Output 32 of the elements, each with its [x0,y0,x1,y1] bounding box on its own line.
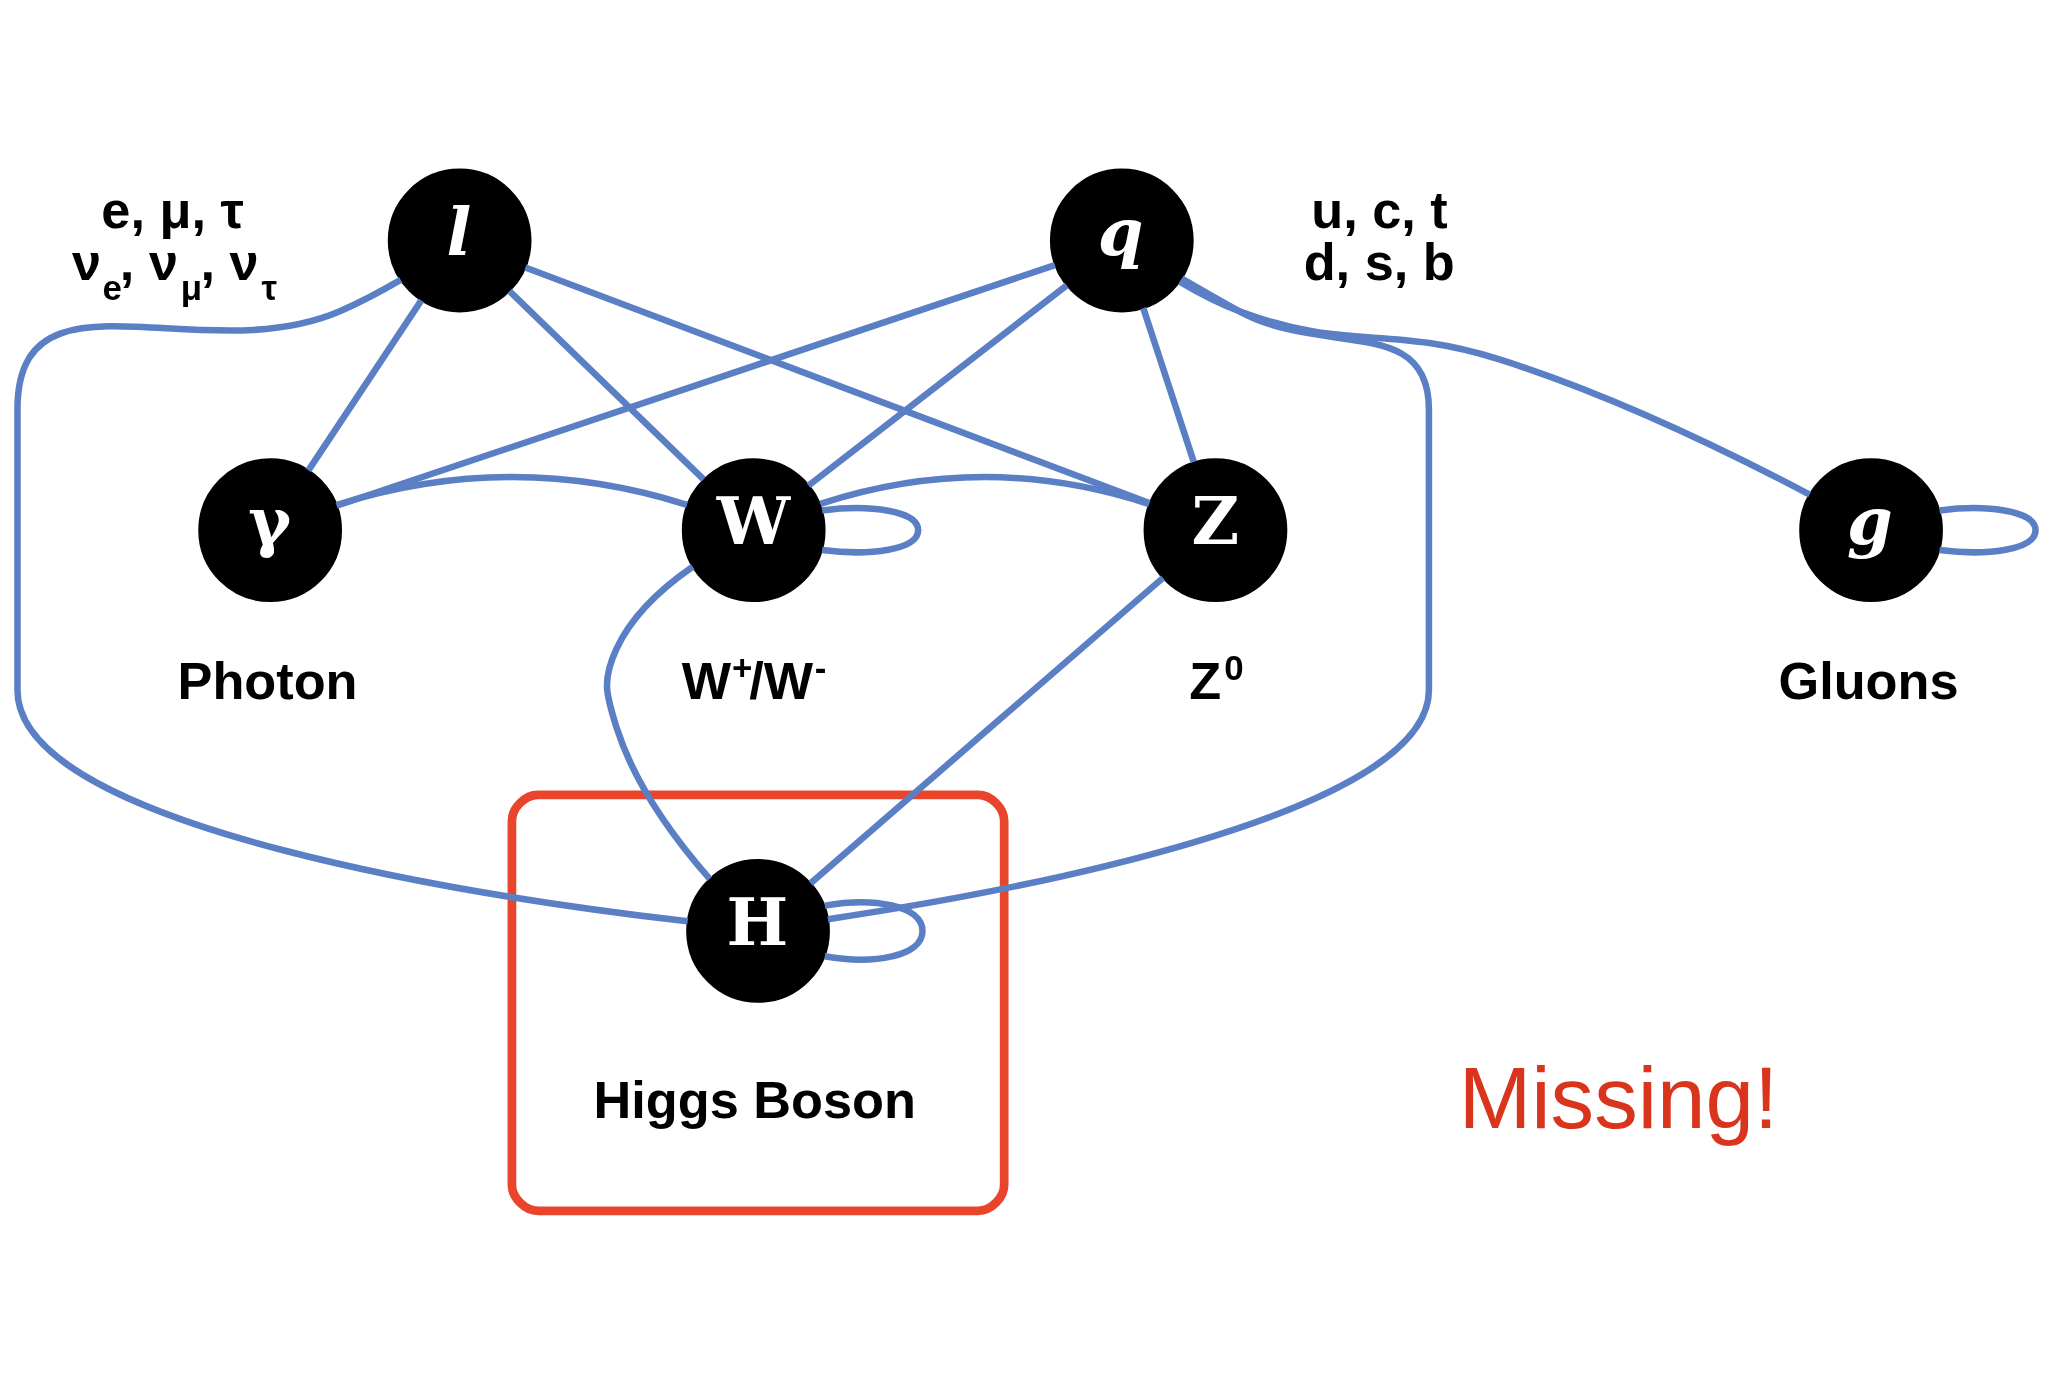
connector [305,298,424,472]
connector [524,263,1151,506]
connector [336,473,688,508]
connector [1140,306,1197,463]
connector [827,275,1433,922]
node-circle: W [681,457,826,602]
connector [808,574,1166,886]
connector [14,276,689,925]
node-label: Photon [177,651,358,710]
node-label: W$^{+}$/W$^{-}$ [681,647,827,710]
cluster [507,790,1009,1215]
node-label: Z$^{0}$ [1189,647,1244,710]
node-label: Higgs Boson [593,1070,916,1129]
node-label: e, μ, τ [101,180,244,239]
node-label: Gluons [1778,651,1959,710]
connector [507,288,706,482]
node-circle: γ [198,457,342,602]
connector [821,504,922,555]
node-circle: g [1799,457,1943,602]
node-circle: l [387,168,532,312]
node-circle: q [1049,168,1194,312]
connector [1178,278,1812,497]
connector [824,898,926,963]
node-circle: Z [1143,457,1288,602]
node-label: u, c, t [1311,180,1448,239]
label: Missing! [1458,1048,1779,1146]
node-circle: H [686,858,830,1003]
connector [819,473,1151,507]
connector [1939,504,2039,555]
connector [335,261,1056,509]
connector [603,563,713,881]
connector [806,282,1069,488]
